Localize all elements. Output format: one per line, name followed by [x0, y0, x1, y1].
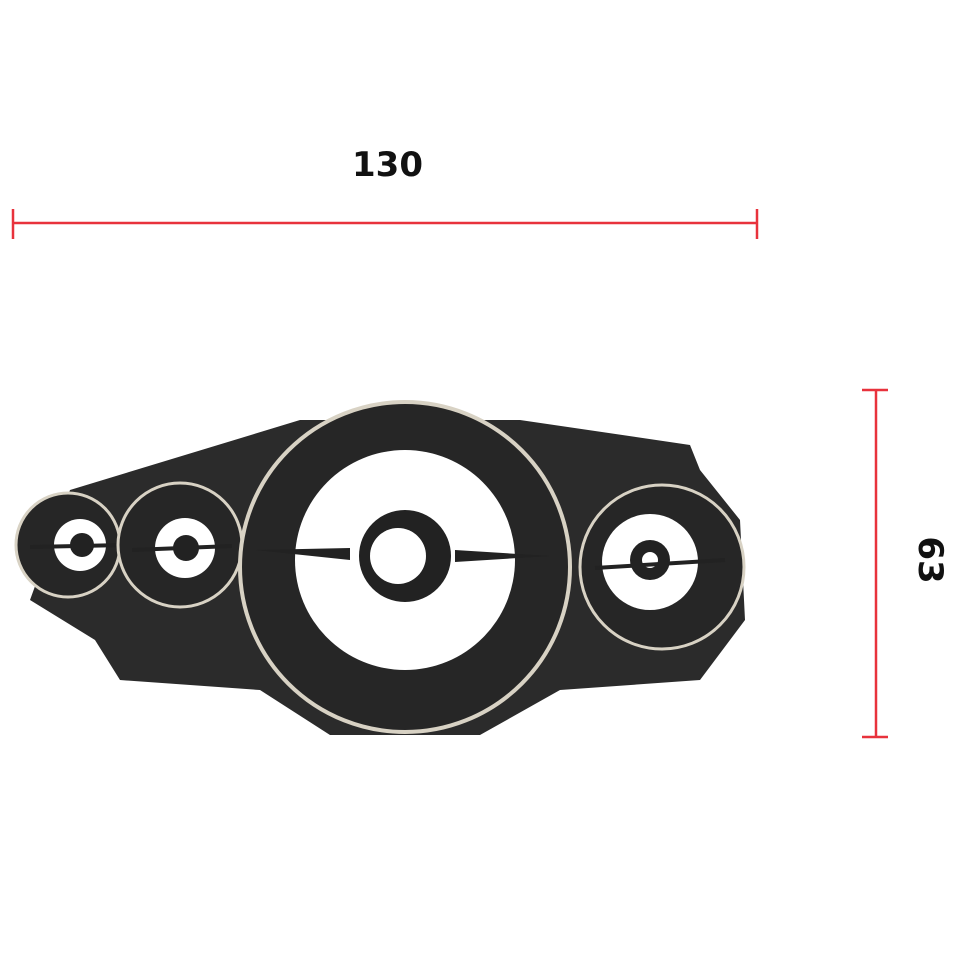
- height-dimension-line: [862, 388, 888, 739]
- gauge-left: [116, 481, 244, 609]
- gauge-center: [238, 400, 572, 734]
- width-dimension-line: [11, 209, 759, 239]
- height-dimension-label: 63: [910, 536, 950, 584]
- width-dimension-label: 130: [352, 145, 423, 185]
- small-gauge-left: [14, 491, 126, 599]
- gauge-right: [578, 483, 746, 651]
- gauge-cluster-bezel: [14, 400, 746, 735]
